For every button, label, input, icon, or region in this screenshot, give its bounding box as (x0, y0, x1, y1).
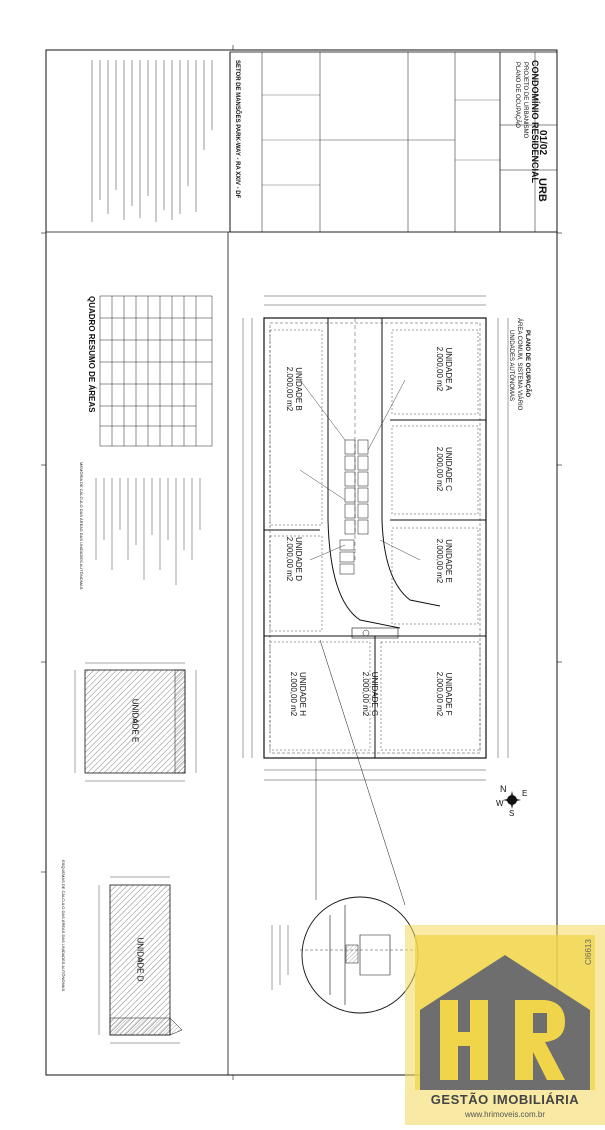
unit-e-label: UNIDADE E 2.000,00 m2 (435, 531, 453, 591)
border-ticks (41, 45, 562, 1080)
compass-icon: N W E S (496, 784, 527, 818)
detail-callout (271, 639, 420, 1014)
unit-area: 2.000,00 m2 (435, 346, 444, 392)
unit-b-label: UNIDADE B 2.000,00 m2 (285, 359, 303, 419)
schematic-unit-d (98, 876, 183, 1044)
schematic-e-label: UNIDADE E (130, 698, 140, 743)
svg-text:N: N (500, 784, 507, 794)
plan-title-3: UNIDADES AUTÔNOMAS (508, 330, 514, 402)
unit-area: 2.000,00 m2 (435, 671, 444, 717)
unit-h-label: UNIDADE H 2.000,00 m2 (289, 664, 307, 724)
unit-name: UNIDADE G (370, 671, 379, 717)
reference-code: CI6613 (584, 939, 593, 965)
unit-name: UNIDADE C (444, 446, 453, 491)
calc-memo (95, 478, 201, 585)
unit-area: 2.000,00 m2 (285, 536, 294, 582)
subtitle-line-1: PROJETO DE URBANISMO (522, 62, 528, 139)
plan-title-1: PLANO DE OCUPAÇÃO (524, 330, 530, 398)
brand-url: www.hrimoveis.com.br (464, 1110, 545, 1119)
area-table-title: QUADRO RESUMO DE ÁREAS (87, 296, 96, 413)
unit-f-label: UNIDADE F 2.000,00 m2 (435, 664, 453, 724)
calc-title-1: MEMÓRIA DE CÁLCULO DAS ÁREAS DAS UNIDADE… (79, 462, 84, 590)
location-title: SETOR DE MANSÕES PARK-WAY - RA XXIV - DF (234, 60, 240, 199)
unit-name: UNIDADE A (444, 347, 453, 391)
discipline-code: URB (536, 178, 548, 202)
unit-area: 2.000,00 m2 (289, 671, 298, 717)
svg-text:E: E (522, 789, 527, 798)
unit-g-label: UNIDADE G 2.000,00 m2 (361, 664, 379, 724)
sheet-number: 01/02 (537, 130, 548, 156)
subtitle-line-2: PLANO DE OCUPAÇÃO (514, 62, 520, 128)
unit-name: UNIDADE E (444, 539, 453, 583)
general-notes (91, 60, 213, 222)
unit-name: UNIDADE B (294, 367, 303, 411)
sheet-border (45, 49, 558, 1076)
watermark: GESTÃO IMOBILIÁRIA www.hrimoveis.com.br (405, 925, 605, 1125)
svg-text:S: S (509, 809, 514, 818)
unit-area: 2.000,00 m2 (435, 446, 444, 492)
calc-title-2: ESQUEMAS DE CÁLCULO DAS ÁREAS DAS UNIDAD… (61, 860, 66, 992)
site-plan (242, 295, 509, 781)
unit-a-label: UNIDADE A 2.000,00 m2 (435, 339, 453, 399)
unit-d-label: UNIDADE D 2.000,00 m2 (285, 529, 303, 589)
schematic-unit-e (74, 662, 197, 782)
schematic-d-label: UNIDADE D (135, 937, 145, 982)
unit-name: UNIDADE H (298, 671, 307, 716)
svg-text:W: W (496, 799, 504, 808)
area-table (99, 295, 213, 447)
unit-c-label: UNIDADE C 2.000,00 m2 (435, 439, 453, 499)
unit-name: UNIDADE D (294, 536, 303, 581)
hr-logo-icon (405, 925, 605, 1125)
project-name: CONDOMÍNIO RESIDENCIAL (530, 60, 540, 184)
plan-title-2: ÁREA COMUM, SISTEMA VIÁRIO (516, 318, 522, 411)
unit-area: 2.000,00 m2 (285, 366, 294, 412)
unit-area: 2.000,00 m2 (435, 538, 444, 584)
unit-name: UNIDADE F (444, 672, 453, 716)
brand-name: GESTÃO IMOBILIÁRIA (430, 1092, 580, 1107)
title-block (229, 51, 558, 233)
unit-area: 2.000,00 m2 (361, 671, 370, 717)
